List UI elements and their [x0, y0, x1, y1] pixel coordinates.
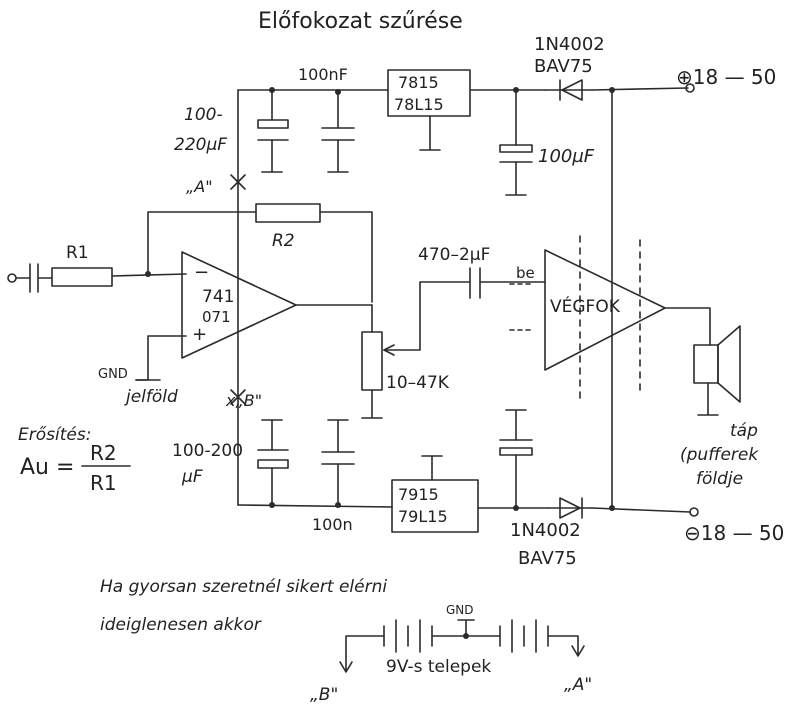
label-100uf: 100µF	[538, 146, 595, 167]
label-pufferek: (pufferek	[680, 445, 759, 465]
label-supply-pos: ⊕18 — 50	[676, 65, 776, 89]
label-1n4002-bottom: 1N4002	[510, 520, 581, 541]
label-au: Au =	[20, 455, 74, 480]
label-jelfold: jelföld	[124, 387, 178, 407]
cap-100uf	[499, 87, 533, 196]
label-uf: µF	[181, 467, 203, 487]
point-a-mark	[230, 174, 246, 190]
pot-10-47k	[361, 281, 471, 419]
terminal-pos	[685, 83, 695, 93]
junction-dot	[609, 505, 615, 511]
label-tap: táp	[730, 421, 758, 441]
label-gain-den: R1	[90, 471, 117, 495]
label-bav75-bottom: BAV75	[518, 548, 577, 569]
label-bav75-top: BAV75	[534, 56, 593, 77]
cap-220uf-top	[257, 87, 289, 173]
label-point-b: x„B"	[225, 391, 262, 410]
label-r2: R2	[272, 231, 295, 251]
label-470-2uf: 470–2µF	[418, 245, 490, 265]
label-battery-b: „B"	[310, 685, 338, 705]
note-line-2: ideiglenesen akkor	[100, 615, 262, 635]
label-point-a: „A"	[186, 177, 213, 196]
label-78l15: 78L15	[394, 95, 444, 114]
label-r1: R1	[66, 243, 89, 263]
label-plus: +	[192, 324, 207, 345]
label-7915: 7915	[398, 485, 439, 504]
regulator-7815	[387, 69, 471, 117]
label-gain: Erősítés:	[18, 425, 91, 445]
regulator-7915	[391, 479, 479, 533]
label-battery-gnd: GND	[446, 603, 474, 617]
resistor-r2	[147, 203, 373, 303]
bottom-rail	[237, 504, 691, 513]
junction-dot	[609, 87, 615, 93]
battery-diagram	[339, 619, 585, 673]
cap-470	[469, 267, 546, 299]
point-b-mark	[230, 389, 246, 405]
label-supply-neg: ⊖18 — 50	[684, 521, 784, 545]
label-battery-a: „A"	[564, 675, 592, 695]
label-7815: 7815	[398, 73, 439, 92]
opamp-741	[135, 251, 373, 381]
diagram-title: Előfokozat szűrése	[258, 9, 463, 34]
label-gain-num: R2	[90, 441, 117, 465]
cap-200uf-bottom	[257, 419, 289, 508]
label-be: be	[516, 264, 535, 282]
label-minus: −	[194, 262, 209, 283]
label-100-220-b: 220µF	[174, 135, 227, 155]
power-amp	[509, 235, 711, 403]
label-100-220-a: 100-	[184, 105, 223, 125]
note-line-1: Ha gyorsan szeretnél sikert elérni	[100, 577, 387, 597]
speaker-icon	[693, 325, 741, 416]
cap-100nf-top	[321, 89, 355, 173]
input-stage	[7, 263, 187, 293]
cap-100uf-bottom	[499, 409, 533, 511]
label-gnd: GND	[98, 367, 128, 382]
label-1n4002-top: 1N4002	[534, 34, 605, 55]
label-79l15: 79L15	[398, 507, 448, 526]
label-100n: 100n	[312, 515, 353, 534]
label-vegfok: VÉGFOK	[550, 295, 621, 317]
label-100nf: 100nF	[298, 65, 348, 84]
cap-100n-bottom	[321, 419, 355, 508]
diode-top	[544, 79, 593, 101]
label-741: 741	[202, 287, 234, 307]
diode-bottom	[547, 497, 593, 519]
label-pot: 10–47K	[386, 373, 450, 393]
terminal-neg	[689, 507, 699, 517]
label-batteries: 9V-s telepek	[386, 657, 491, 677]
top-rail	[237, 87, 689, 506]
label-071: 071	[202, 308, 231, 326]
label-100-200: 100-200	[172, 441, 243, 461]
label-foldje: földje	[696, 469, 743, 489]
